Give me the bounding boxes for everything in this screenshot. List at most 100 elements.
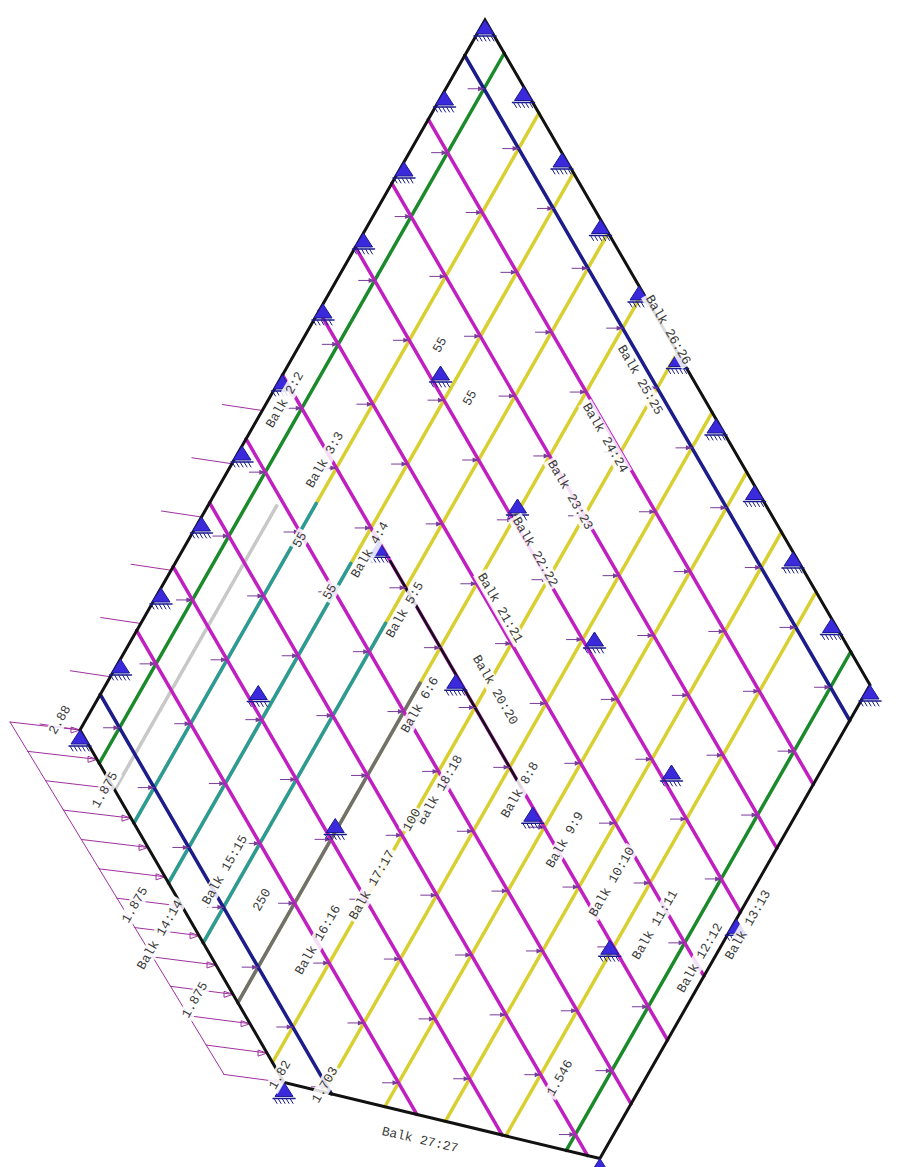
beam-line (319, 311, 704, 976)
load-line (192, 458, 232, 464)
beam-line (283, 375, 668, 1040)
support-hatch (454, 690, 457, 695)
beam-label: Balk 27:27 (378, 1123, 461, 1156)
support-hatch (451, 107, 454, 112)
support-hatch (662, 781, 665, 786)
load-outline (46, 781, 64, 810)
node-load-head (330, 466, 336, 471)
support-symbol (515, 87, 533, 101)
support-hatch (552, 169, 555, 174)
support-hatch (483, 36, 486, 41)
support-hatch (597, 648, 600, 653)
node-load-head (684, 569, 690, 574)
node-load-head (464, 1076, 470, 1081)
support-hatch (745, 502, 748, 507)
support-hatch (282, 1098, 285, 1103)
node-load-head (467, 829, 473, 834)
support-hatch (757, 502, 760, 507)
support-hatch (714, 435, 717, 440)
support-hatch (410, 178, 413, 183)
beam-line (137, 631, 417, 1115)
support-hatch (358, 249, 361, 254)
support-hatch (761, 502, 764, 507)
support-hatch (439, 382, 442, 387)
beam-label: Balk 21:21 (473, 569, 527, 648)
support-hatch (608, 956, 611, 961)
node-load-head (580, 390, 586, 395)
node-load-head (473, 458, 479, 463)
node-load-head (465, 953, 471, 958)
support-hatch (244, 462, 247, 467)
support-symbol (152, 588, 170, 602)
support-hatch (864, 701, 867, 706)
support-base (273, 1098, 295, 1100)
node-load-head (259, 470, 265, 475)
load-value: 1.875 (178, 978, 212, 1023)
support-hatch (385, 557, 388, 562)
support-hatch (248, 702, 251, 707)
node-load-head (469, 705, 475, 710)
support-hatch (604, 956, 607, 961)
support-hatch (535, 823, 538, 828)
support-base (821, 634, 843, 636)
beam-line (134, 113, 539, 823)
support-hatch (668, 369, 671, 374)
beam-line (392, 183, 777, 848)
node-load-head (327, 713, 333, 718)
support-hatch (670, 781, 673, 786)
support-hatch (370, 249, 373, 254)
load-line (64, 810, 132, 818)
load-outline (206, 1045, 224, 1074)
load-value: 1.875 (118, 883, 152, 928)
support-hatch (82, 746, 85, 751)
support-hatch (595, 236, 598, 241)
node-load-head (402, 462, 408, 467)
support-hatch (406, 178, 409, 183)
support-hatch (868, 701, 871, 706)
node-load-head (292, 653, 298, 658)
load-line (81, 839, 148, 847)
support-hatch (325, 835, 328, 840)
support-hatch (676, 369, 679, 374)
beam-line (169, 563, 351, 883)
support-hatch (518, 103, 521, 108)
beam-line (203, 233, 608, 943)
support-symbol (193, 517, 211, 531)
node-load-head (546, 330, 552, 335)
node-load-head (825, 685, 831, 690)
load-outline (28, 751, 46, 780)
support-symbol (524, 807, 542, 821)
node-load-head (582, 266, 588, 271)
load-value: 55 (459, 386, 482, 410)
support-hatch (600, 956, 603, 961)
node-load-head (535, 1072, 541, 1077)
support-base (782, 567, 804, 569)
node-load-head (681, 817, 687, 822)
node-load-head (440, 274, 446, 279)
support-hatch (236, 462, 239, 467)
beam-line (465, 56, 850, 721)
load-outline (81, 839, 99, 868)
deck-outline (80, 20, 870, 1159)
support-base (110, 674, 132, 676)
support-symbol (746, 486, 764, 500)
support-hatch (447, 382, 450, 387)
beam-label: Balk 24:24 (578, 399, 632, 478)
node-load-head (575, 761, 581, 766)
beam-line (385, 472, 747, 1107)
support-hatch (599, 236, 602, 241)
support-hatch (151, 604, 154, 609)
node-load-head (394, 957, 400, 962)
load-value: 1.875 (88, 768, 122, 813)
node-load-head (644, 881, 650, 886)
load-value: 55 (429, 333, 452, 357)
support-base (584, 647, 606, 649)
support-base (661, 780, 683, 782)
support-hatch (377, 557, 380, 562)
node-load-head (150, 661, 156, 666)
support-hatch (341, 835, 344, 840)
support-hatch (795, 568, 798, 573)
support-hatch (354, 249, 357, 254)
beam-label: Balk 20:20 (468, 651, 522, 730)
support-hatch (435, 382, 438, 387)
